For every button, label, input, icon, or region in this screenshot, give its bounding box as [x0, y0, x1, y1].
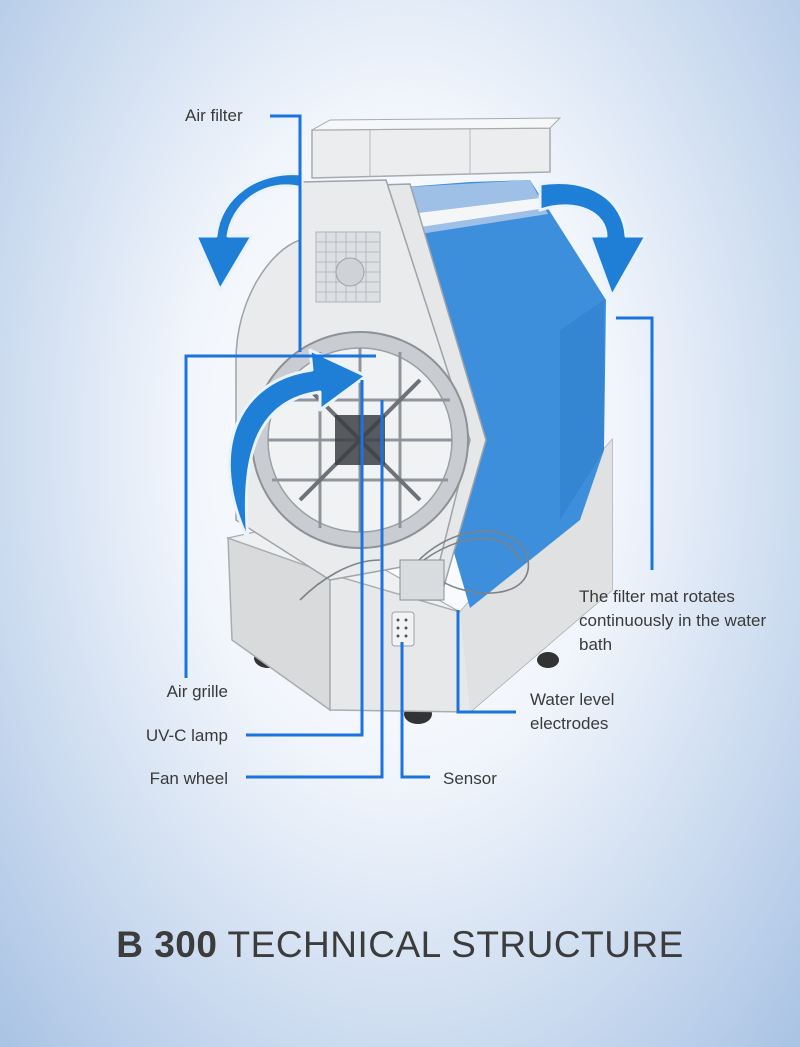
right-airflow-arrow: [538, 181, 648, 298]
title-text: TECHNICAL STRUCTURE: [227, 924, 684, 965]
filter-mat-callout-line: [616, 316, 654, 570]
sensor-label: Sensor: [443, 769, 497, 788]
sensor-holes: [396, 618, 408, 638]
uvc-lamp-callout-line: [246, 380, 364, 737]
air-grille-callout-line: [184, 354, 376, 678]
vent-grid: [315, 231, 381, 303]
top-housing: [311, 117, 562, 179]
water-level-label: Water level electrodes: [530, 690, 615, 733]
water-level-callout-line: [456, 610, 516, 714]
page-title: B 300 TECHNICAL STRUCTURE: [0, 924, 800, 966]
title-model: B 300: [116, 924, 218, 965]
uvc-lamp-label: UV-C lamp: [145, 726, 228, 745]
air-filter-label: Air filter: [185, 106, 243, 125]
air-filter-callout-line: [270, 114, 302, 352]
fan-wheel-callout-line: [246, 400, 384, 779]
left-airflow-arrow: [194, 172, 304, 292]
filter-mat-label: The filter mat rotates continuously in t…: [579, 587, 767, 654]
cable: [299, 530, 529, 601]
fan-wheel-label: Fan wheel: [149, 769, 228, 788]
up-airflow-arrow: [227, 348, 368, 542]
sensor-callout-line: [400, 642, 430, 779]
air-grille-label: Air grille: [166, 682, 228, 701]
airflow-arrows: [194, 172, 648, 542]
control-box: [399, 559, 445, 601]
